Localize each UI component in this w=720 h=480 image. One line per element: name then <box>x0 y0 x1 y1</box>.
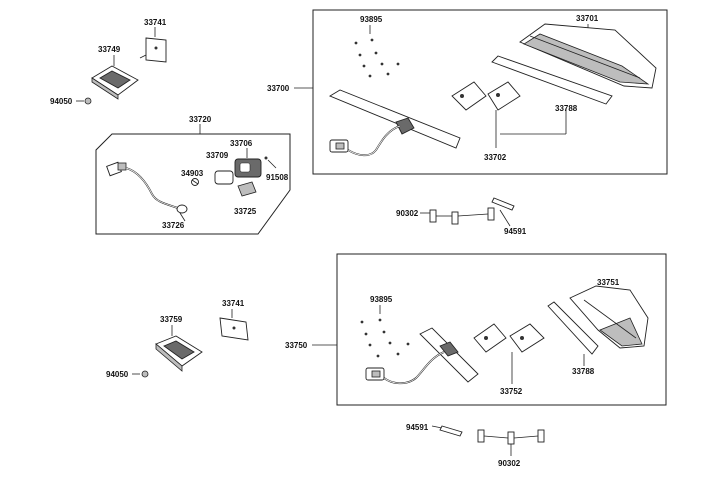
label-33741-top: 33741 <box>144 18 167 27</box>
part-33750-base-housing <box>365 327 479 385</box>
label-33706: 33706 <box>230 139 253 148</box>
part-33725 <box>237 181 257 197</box>
label-33788-bottom: 33788 <box>572 367 595 376</box>
part-94591-top <box>491 197 515 227</box>
label-33701: 33701 <box>576 14 599 23</box>
label-94591-top: 94591 <box>504 227 527 236</box>
part-33700-base-housing <box>329 89 461 157</box>
part-34903 <box>191 178 199 186</box>
label-33741-bottom: 33741 <box>222 299 245 308</box>
part-91508 <box>264 156 277 169</box>
label-90302-top: 90302 <box>396 209 419 218</box>
part-33752-bulb-board <box>473 323 545 384</box>
part-33741-bottom <box>219 309 249 341</box>
part-33788-top-strip <box>491 55 613 135</box>
part-94050-top <box>76 97 92 105</box>
label-33751: 33751 <box>597 278 620 287</box>
assembly-33700-frame <box>294 9 668 175</box>
part-94591-bottom <box>431 425 463 437</box>
label-94050-top: 94050 <box>50 97 73 106</box>
assembly-33720-frame <box>95 124 291 235</box>
label-94591-bottom: 94591 <box>406 423 429 432</box>
label-90302-bottom: 90302 <box>498 459 521 468</box>
label-33720: 33720 <box>189 115 212 124</box>
label-33725: 33725 <box>234 207 257 216</box>
label-33709: 33709 <box>206 151 229 160</box>
label-33752: 33752 <box>500 387 523 396</box>
part-33702-bulb-board <box>451 81 521 148</box>
label-93895-bottom: 93895 <box>370 295 393 304</box>
label-34903: 34903 <box>181 169 204 178</box>
part-33751-lens <box>569 285 649 349</box>
part-94050-bottom <box>132 370 149 378</box>
label-33759: 33759 <box>160 315 183 324</box>
part-90302-bottom <box>477 429 545 456</box>
assembly-33750-frame <box>312 253 667 406</box>
part-33749 <box>91 55 139 100</box>
screw-set-93895-top <box>354 25 400 78</box>
label-33750: 33750 <box>285 341 308 350</box>
part-33759 <box>155 325 203 372</box>
part-33726-harness <box>106 161 188 222</box>
part-33709 <box>214 170 234 185</box>
label-33749: 33749 <box>98 45 121 54</box>
label-33726: 33726 <box>162 221 185 230</box>
label-33702: 33702 <box>484 153 507 162</box>
part-33701-lens <box>519 23 657 89</box>
part-33741-top <box>139 27 167 63</box>
screw-set-93895-bottom <box>360 305 410 358</box>
part-90302-top <box>420 207 495 225</box>
label-94050-bottom: 94050 <box>106 370 129 379</box>
label-33788-top: 33788 <box>555 104 578 113</box>
part-33788-bottom-strip <box>547 301 599 366</box>
part-33706 <box>234 148 262 178</box>
label-33700: 33700 <box>267 84 290 93</box>
label-93895-top: 93895 <box>360 15 383 24</box>
label-91508: 91508 <box>266 173 289 182</box>
